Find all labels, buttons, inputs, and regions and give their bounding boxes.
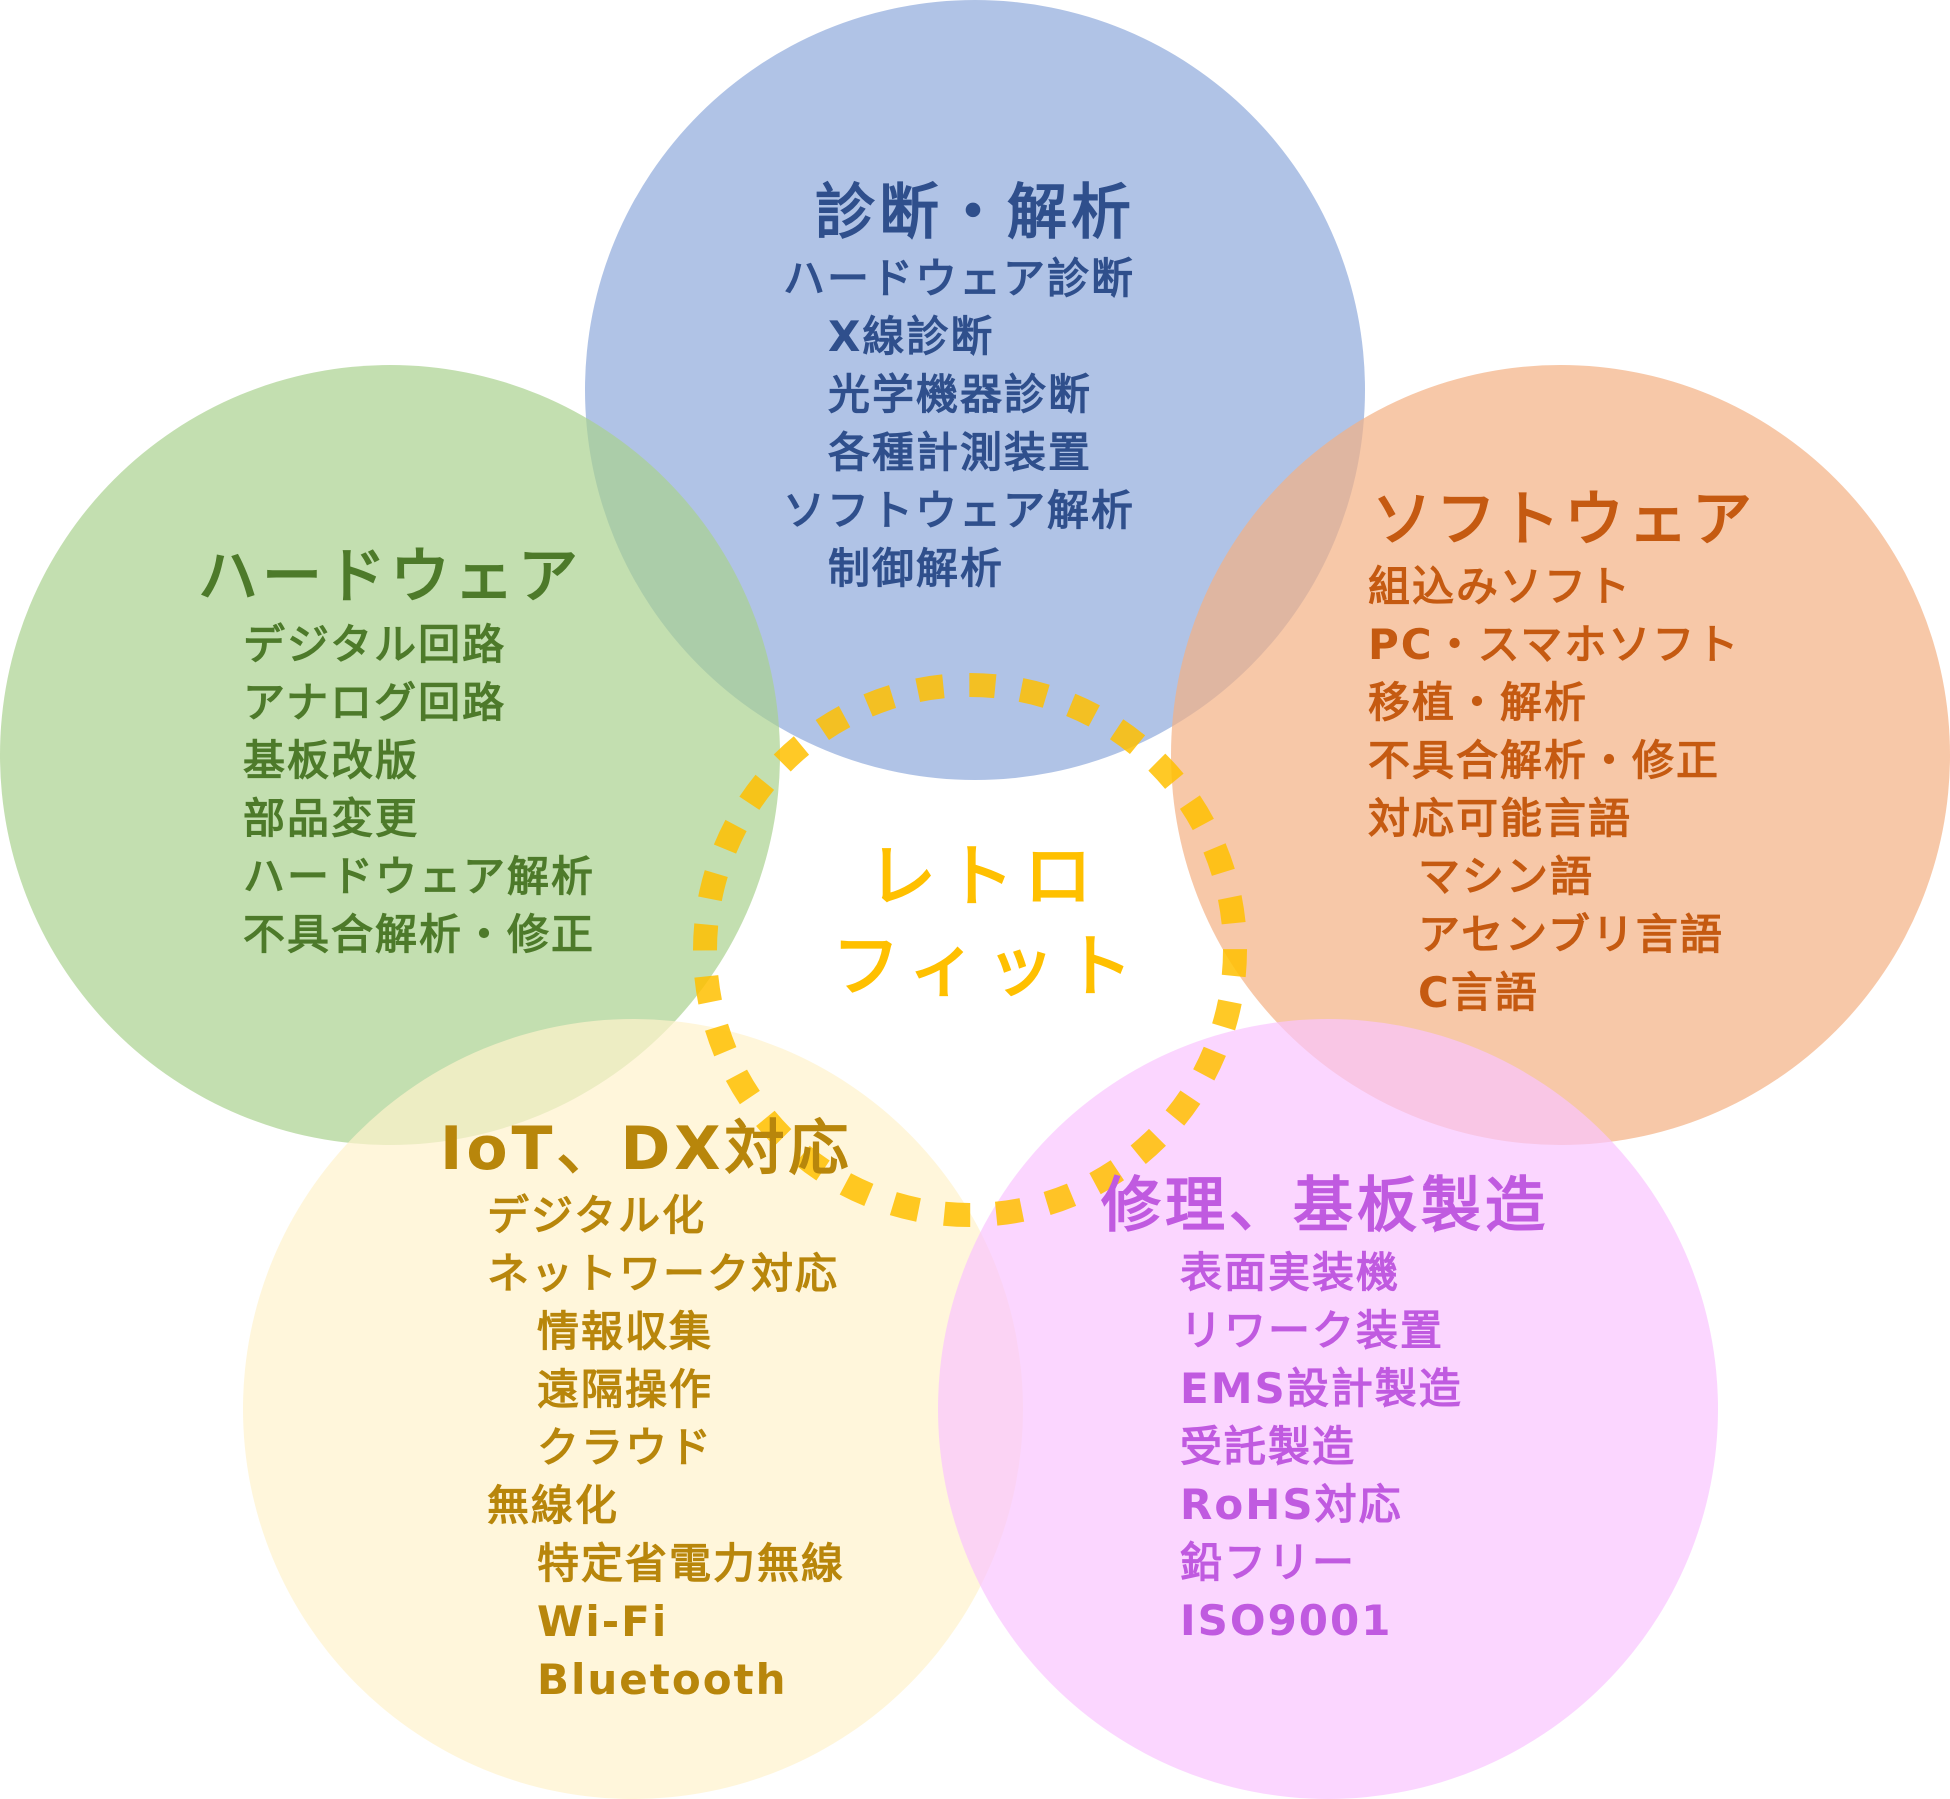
software-circle	[1171, 365, 1950, 1145]
iot-title: IoT、DX対応	[440, 1114, 853, 1184]
repair-item: ISO9001	[1180, 1596, 1393, 1645]
diagnosis-item: ソフトウェア解析	[783, 486, 1136, 535]
iot-item: 無線化	[487, 1481, 620, 1530]
software-item: C言語	[1418, 968, 1539, 1017]
iot-item: 特定省電力無線	[537, 1539, 846, 1588]
repair-title: 修理、基板製造	[1101, 1171, 1549, 1241]
software-item: マシン語	[1418, 852, 1595, 901]
hardware-item: デジタル回路	[243, 620, 507, 669]
iot-item: ネットワーク対応	[487, 1249, 840, 1298]
repair-item: EMS設計製造	[1180, 1364, 1463, 1413]
iot-item: Wi-Fi	[537, 1597, 669, 1646]
repair-circle	[938, 1019, 1718, 1799]
iot-item: デジタル化	[487, 1191, 707, 1240]
hardware-item: 部品変更	[243, 794, 420, 843]
iot-circle	[243, 1019, 1023, 1799]
diagnosis-item: 制御解析	[828, 544, 1005, 593]
center-label-line1: レトロ	[868, 838, 1103, 917]
software-item: 移植・解析	[1368, 678, 1589, 727]
hardware-circle	[0, 365, 780, 1145]
repair-item: 受託製造	[1180, 1422, 1357, 1471]
hardware-title: ハードウェア	[198, 542, 582, 612]
center-label-line2: フィット	[832, 928, 1143, 1007]
repair-item: 鉛フリー	[1180, 1538, 1357, 1587]
software-item: アセンブリ言語	[1418, 910, 1724, 959]
hardware-item: アナログ回路	[243, 678, 507, 727]
software-title: ソフトウェア	[1372, 485, 1756, 555]
diagnosis-item: 各種計測装置	[828, 428, 1093, 477]
software-item: 対応可能言語	[1368, 794, 1633, 843]
hardware-item: 基板改版	[243, 736, 420, 785]
hardware-item: ハードウェア解析	[243, 852, 596, 901]
software-item: PC・スマホソフト	[1368, 620, 1741, 669]
diagnosis-item: ハードウェア診断	[783, 254, 1136, 303]
diagnosis-title: 診断・解析	[815, 178, 1135, 248]
iot-item: 情報収集	[537, 1307, 714, 1356]
software-item: 組込みソフト	[1368, 562, 1633, 611]
hardware-item: 不具合解析・修正	[243, 910, 596, 959]
repair-item: リワーク装置	[1180, 1306, 1445, 1355]
repair-item: 表面実装機	[1180, 1248, 1401, 1297]
iot-item: Bluetooth	[537, 1655, 788, 1704]
software-item: 不具合解析・修正	[1368, 736, 1721, 785]
iot-item: クラウド	[537, 1423, 714, 1472]
iot-item: 遠隔操作	[537, 1365, 714, 1414]
repair-item: RoHS対応	[1180, 1480, 1403, 1529]
diagnosis-item: X線診断	[828, 312, 995, 361]
diagnosis-item: 光学機器診断	[828, 370, 1093, 419]
